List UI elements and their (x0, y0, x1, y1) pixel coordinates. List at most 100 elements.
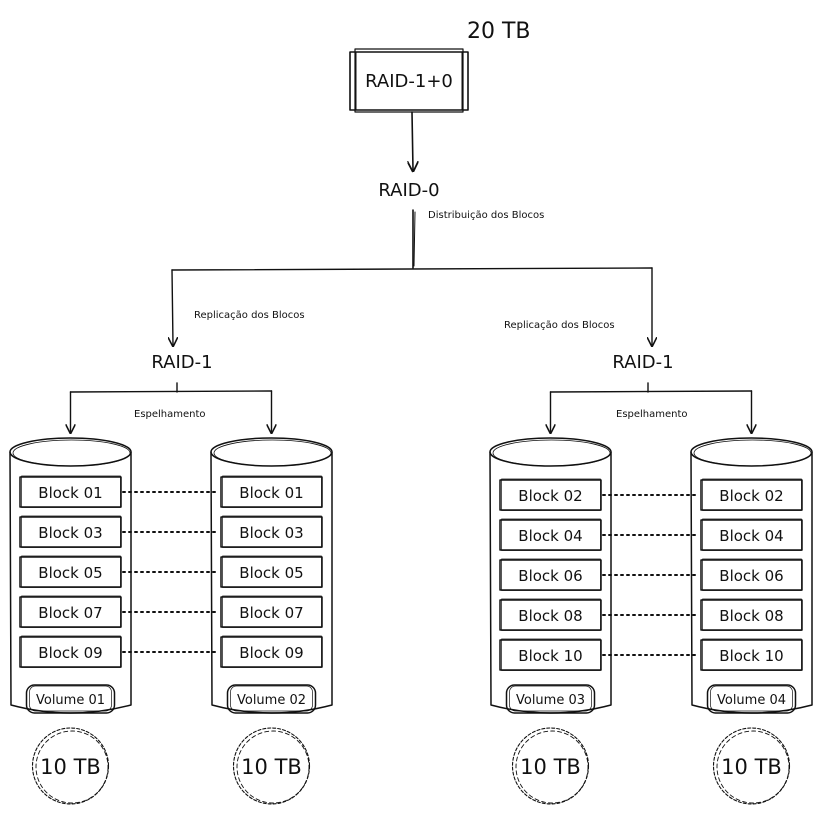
block-rect-sketch (501, 598, 601, 631)
block-label: Block 10 (719, 647, 783, 665)
block-label: Block 09 (38, 644, 102, 662)
block-label: Block 01 (239, 484, 303, 502)
root-to-raid0-arrow (412, 111, 413, 170)
block-rect-sketch (222, 555, 322, 588)
cylinder-top-sketch (12, 439, 131, 467)
block-box: Block 10 (700, 638, 803, 671)
cylinder-top-sketch (492, 439, 611, 467)
volume-tag-sketch (29, 685, 112, 712)
raid-1-group-left: Replicação dos BlocosRAID-1EspelhamentoB… (9, 310, 333, 805)
block-rect-sketch (21, 595, 121, 628)
capacity-circle-sketch (35, 730, 109, 804)
block-rect-sketch (702, 638, 802, 671)
volume-tag: Volume 04 (706, 684, 797, 714)
block-box: Block 08 (499, 598, 602, 631)
block-rect-sketch (501, 478, 601, 511)
block-rect (499, 639, 602, 671)
block-label: Block 07 (38, 604, 102, 622)
volume-cylinder: Block 02 Block 04 Block 06 Block 08 Block 10… (489, 437, 612, 714)
block-rect (220, 636, 323, 668)
block-label: Block 06 (518, 567, 582, 585)
volume-capacity: 10 TB (232, 727, 311, 805)
distribution-note: Distribuição dos Blocos (428, 210, 544, 221)
capacity-label: 10 TB (241, 755, 302, 779)
block-box: Block 02 (499, 478, 602, 511)
block-box: Block 10 (499, 638, 602, 671)
capacity-circle-sketch (716, 730, 790, 804)
block-rect (700, 599, 803, 631)
raid-10-label: RAID-1+0 (365, 71, 453, 92)
replication-note: Replicação dos Blocos (504, 320, 615, 331)
block-rect-sketch (222, 635, 322, 668)
volume-tag: Volume 03 (505, 684, 596, 714)
block-box: Block 07 (220, 595, 323, 628)
block-rect (19, 636, 122, 668)
block-rect-sketch (21, 635, 121, 668)
block-box: Block 05 (19, 555, 122, 588)
block-rect-sketch (222, 595, 322, 628)
cylinder-top-sketch (213, 439, 332, 467)
block-rect (19, 476, 122, 508)
block-label: Block 02 (518, 487, 582, 505)
block-rect-sketch (222, 515, 322, 548)
mirror-split-bar (69, 390, 273, 393)
volume-tag-box (706, 684, 797, 714)
block-label: Block 05 (239, 564, 303, 582)
block-rect-sketch (501, 558, 601, 591)
volume-tag: Volume 02 (226, 684, 317, 714)
block-box: Block 01 (220, 475, 323, 508)
block-label: Block 06 (719, 567, 783, 585)
block-rect (19, 516, 122, 548)
volume-name: Volume 03 (516, 693, 585, 708)
block-rect (499, 519, 602, 551)
block-label: Block 10 (518, 647, 582, 665)
volume-tag-sketch (509, 685, 592, 712)
block-box: Block 05 (220, 555, 323, 588)
block-rect-sketch (702, 518, 802, 551)
block-box: Block 06 (700, 558, 803, 591)
volume-name: Volume 02 (237, 693, 306, 708)
block-rect-sketch (501, 518, 601, 551)
replication-note: Replicação dos Blocos (194, 310, 305, 321)
block-rect (220, 516, 323, 548)
block-box: Block 03 (19, 515, 122, 548)
raid-0-label: RAID-0 (378, 180, 439, 201)
block-box: Block 02 (700, 478, 803, 511)
block-label: Block 03 (239, 524, 303, 542)
capacity-circle-sketch (236, 730, 310, 804)
volume-cylinder: Block 02 Block 04 Block 06 Block 08 Block 10… (690, 437, 813, 714)
block-rect-sketch (21, 475, 121, 508)
volume-tag-sketch (230, 685, 313, 712)
capacity-label: 10 TB (520, 755, 581, 779)
volume-capacity: 10 TB (31, 727, 110, 805)
volume-capacity: 10 TB (712, 727, 791, 805)
raid-1-label: RAID-1 (612, 352, 673, 373)
block-rect (19, 596, 122, 628)
volume-tag-box (25, 684, 116, 714)
block-box: Block 04 (499, 518, 602, 551)
volume-cylinder: Block 01 Block 03 Block 05 Block 07 Block 09… (9, 437, 132, 714)
block-rect (700, 479, 803, 511)
block-rect-sketch (702, 598, 802, 631)
block-label: Block 08 (719, 607, 783, 625)
block-label: Block 07 (239, 604, 303, 622)
block-rect (19, 556, 122, 588)
block-box: Block 07 (19, 595, 122, 628)
block-label: Block 01 (38, 484, 102, 502)
block-label: Block 05 (38, 564, 102, 582)
mirror-split-bar (549, 390, 753, 393)
block-box: Block 06 (499, 558, 602, 591)
block-rect-sketch (222, 475, 322, 508)
block-rect (220, 596, 323, 628)
volume-tag-box (505, 684, 596, 714)
block-rect (499, 479, 602, 511)
block-rect (700, 559, 803, 591)
block-rect (700, 639, 803, 671)
block-rect-sketch (21, 515, 121, 548)
block-label: Block 04 (719, 527, 783, 545)
block-rect-sketch (21, 555, 121, 588)
volume-tag-sketch (710, 685, 793, 712)
block-label: Block 02 (719, 487, 783, 505)
